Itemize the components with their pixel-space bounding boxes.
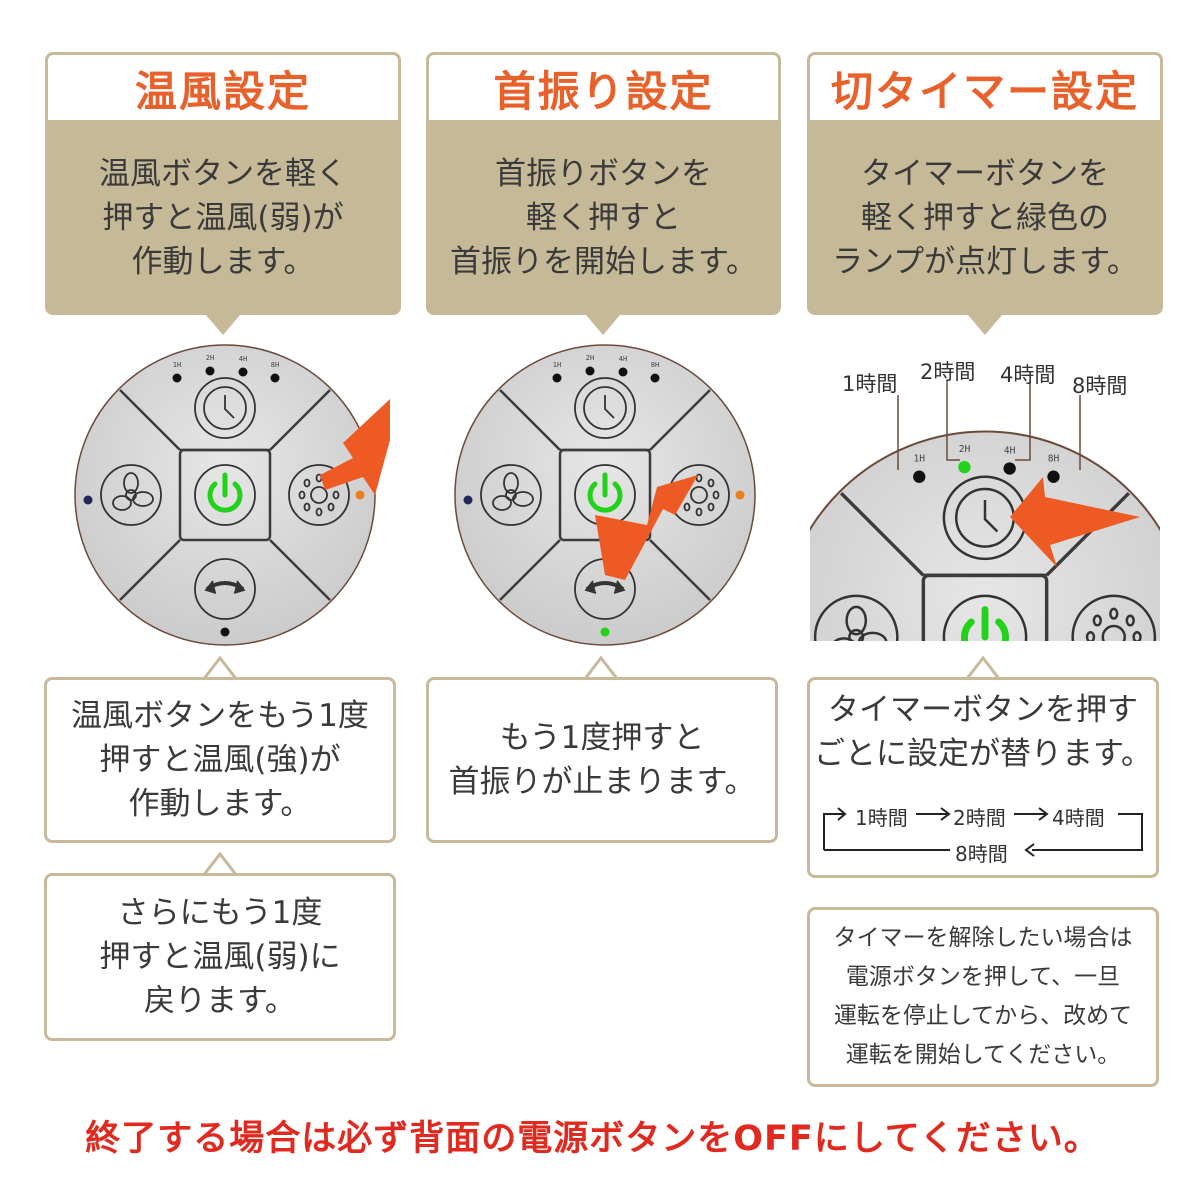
led-4h <box>1003 462 1016 475</box>
pointer-arrow <box>595 475 698 580</box>
text-line: 温風ボタンを軽く <box>99 155 347 192</box>
panel-face <box>810 430 1160 641</box>
led-label-1h: 1H <box>553 361 561 369</box>
flow-step-1-hour: 1時間 <box>855 806 908 830</box>
led-heat <box>735 490 745 500</box>
led-swing <box>220 627 230 637</box>
timer-cycle-diagram <box>823 807 1143 857</box>
heater-sun-icon[interactable] <box>288 464 350 526</box>
power-icon[interactable] <box>194 464 256 526</box>
led-heat <box>355 490 365 500</box>
callout-line-8h <box>1079 395 1081 470</box>
led-2h <box>205 366 215 376</box>
swing-stop-note: もう1度押すと 首振りが止まります。 <box>426 677 778 843</box>
pointer-up <box>203 852 237 876</box>
text-line: 首振りボタンを <box>495 155 712 192</box>
heat-strong-note: 温風ボタンをもう1度 押すと温風(強)が 作動します。 <box>44 677 396 843</box>
pointer-up <box>584 656 618 680</box>
text-line: 軽く押すと <box>526 199 681 236</box>
timer-setting-description: タイマーボタンを軽く押すと緑色のランプが点灯します。 <box>807 120 1163 315</box>
label-4-hours: 4時間 <box>1000 363 1056 387</box>
callout-line-2h <box>946 380 960 461</box>
heat-weak-note: さらにもう1度 押すと温風(弱)に 戻ります。 <box>44 873 396 1041</box>
flow-return-line <box>1032 813 1143 851</box>
control-panel-timer: 1H 2H 4H 8H <box>810 430 1160 641</box>
callout-line-4h <box>1015 380 1031 461</box>
led-label-1h: 1H <box>913 454 925 465</box>
panel-segment-lines <box>499 389 711 601</box>
led-left <box>83 495 93 505</box>
control-panel-heat: 1H 2H 4H 8H <box>74 344 390 646</box>
power-off-warning: 終了する場合は必ず背面の電源ボタンをOFFにしてください。 <box>85 1119 1100 1159</box>
text-line: 首振りを開始します。 <box>450 243 757 280</box>
arrow-head <box>1024 843 1035 857</box>
timer-callout-lines <box>897 380 1081 470</box>
swing-setting-title: 首振り設定 <box>426 52 781 122</box>
led-8h <box>270 373 280 383</box>
timer-setting-title: 切タイマー設定 <box>807 52 1163 122</box>
clock-icon[interactable] <box>194 377 256 439</box>
led-label-8h: 8H <box>1048 454 1060 465</box>
text-line: 押すと温風(弱)が <box>102 199 344 236</box>
pointer-up <box>203 656 237 680</box>
led-label-8h: 8H <box>271 361 279 369</box>
led-label-4h: 4H <box>619 355 627 363</box>
swing-setting-description: 首振りボタンを軽く押すと首振りを開始します。 <box>426 120 781 315</box>
led-2h <box>958 460 971 474</box>
flow-return-line <box>823 813 844 850</box>
fan-icon[interactable] <box>813 594 899 641</box>
flow-step-8-hours: 8時間 <box>955 842 1008 866</box>
led-label-2h: 2H <box>586 354 594 362</box>
led-label-1h: 1H <box>173 361 181 369</box>
led-label-4h: 4H <box>1004 445 1016 456</box>
panel-segment-lines <box>119 389 331 601</box>
led-label-4h: 4H <box>239 355 247 363</box>
swing-icon[interactable] <box>194 558 256 620</box>
pointer-arrow <box>1010 477 1140 567</box>
power-icon[interactable] <box>942 594 1028 641</box>
heat-setting-description: 温風ボタンを軽く押すと温風(弱)が作動します。 <box>45 120 401 315</box>
label-2-hours: 2時間 <box>920 360 976 384</box>
pointer-down <box>968 315 1002 335</box>
led-label-8h: 8H <box>651 361 659 369</box>
text-line: 軽く押すと緑色の <box>860 199 1109 236</box>
led-left <box>463 495 473 505</box>
heat-setting-title: 温風設定 <box>45 52 401 122</box>
led-label-2h: 2H <box>959 444 971 455</box>
pointer-down <box>206 315 240 335</box>
pointer-down <box>586 315 620 335</box>
flow-step-4-hours: 4時間 <box>1052 806 1105 830</box>
timer-cycle-text: タイマーボタンを押す ごとに設定が替ります。 <box>814 692 1152 772</box>
text-line: ランプが点灯します。 <box>832 243 1138 280</box>
led-1h <box>552 373 562 383</box>
led-1h <box>913 470 926 483</box>
led-8h <box>1047 470 1060 483</box>
led-8h <box>650 373 660 383</box>
pointer-arrow <box>320 399 390 495</box>
pointer-up <box>966 656 1000 680</box>
led-4h <box>618 367 628 377</box>
led-1h <box>172 373 182 383</box>
fan-icon[interactable] <box>100 464 162 526</box>
heater-sun-icon[interactable] <box>1071 594 1157 641</box>
fan-icon[interactable] <box>480 464 542 526</box>
power-icon[interactable] <box>574 464 636 526</box>
callout-line-1h <box>897 395 899 470</box>
arrow-head <box>837 807 847 821</box>
label-8-hours: 8時間 <box>1072 374 1128 398</box>
led-label-2h: 2H <box>206 354 214 362</box>
led-4h <box>238 367 248 377</box>
timer-cycle-note: タイマーボタンを押す ごとに設定が替ります。 <box>807 677 1159 878</box>
text-line: タイマーボタンを <box>860 155 1109 192</box>
timer-cancel-note: タイマーを解除したい場合は 電源ボタンを押して、一旦 運転を停止してから、改めて… <box>807 907 1159 1087</box>
panel-segment-lines <box>839 491 1131 641</box>
control-panel-swing: 1H 2H 4H 8H <box>454 344 756 646</box>
label-1-hour: 1時間 <box>842 372 898 396</box>
led-2h <box>585 366 595 376</box>
flow-step-2-hours: 2時間 <box>953 806 1006 830</box>
text-line: 作動します。 <box>131 243 315 280</box>
led-swing <box>600 627 610 637</box>
clock-icon[interactable] <box>574 377 636 439</box>
